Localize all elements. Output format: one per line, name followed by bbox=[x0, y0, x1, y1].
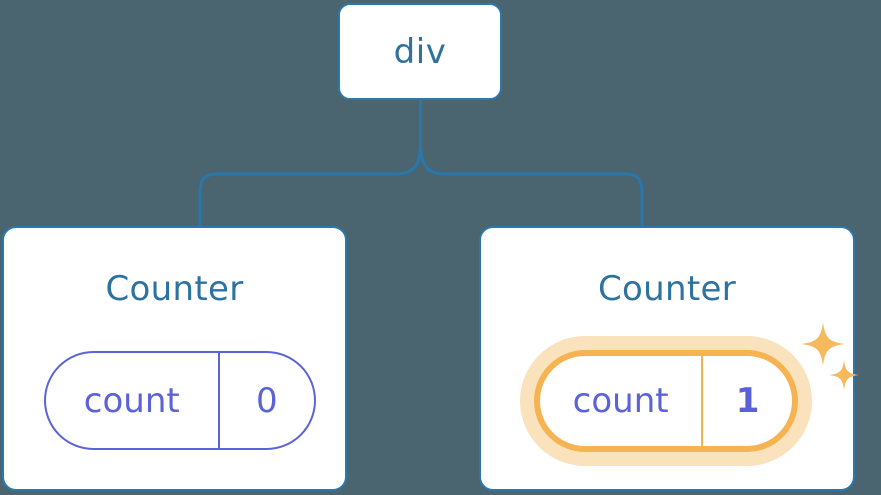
state-value-label: 1 bbox=[701, 356, 792, 446]
root-node-label: div bbox=[393, 31, 447, 72]
state-key-label: count bbox=[572, 381, 669, 421]
state-value-label: 0 bbox=[217, 353, 314, 448]
counter-left-title: Counter bbox=[105, 269, 244, 309]
state-key-label: count bbox=[83, 380, 180, 421]
state-pill-count-left[interactable]: count 0 bbox=[44, 351, 316, 450]
node-counter-right[interactable]: Counter count 1 bbox=[479, 226, 859, 491]
state-pill-count-right[interactable]: count 1 bbox=[534, 350, 798, 452]
counter-right-title: Counter bbox=[598, 269, 736, 309]
state-pill-glow-ring: count 1 bbox=[520, 336, 812, 466]
node-counter-left[interactable]: Counter count 0 bbox=[2, 226, 347, 491]
node-root-div[interactable]: div bbox=[338, 3, 502, 100]
